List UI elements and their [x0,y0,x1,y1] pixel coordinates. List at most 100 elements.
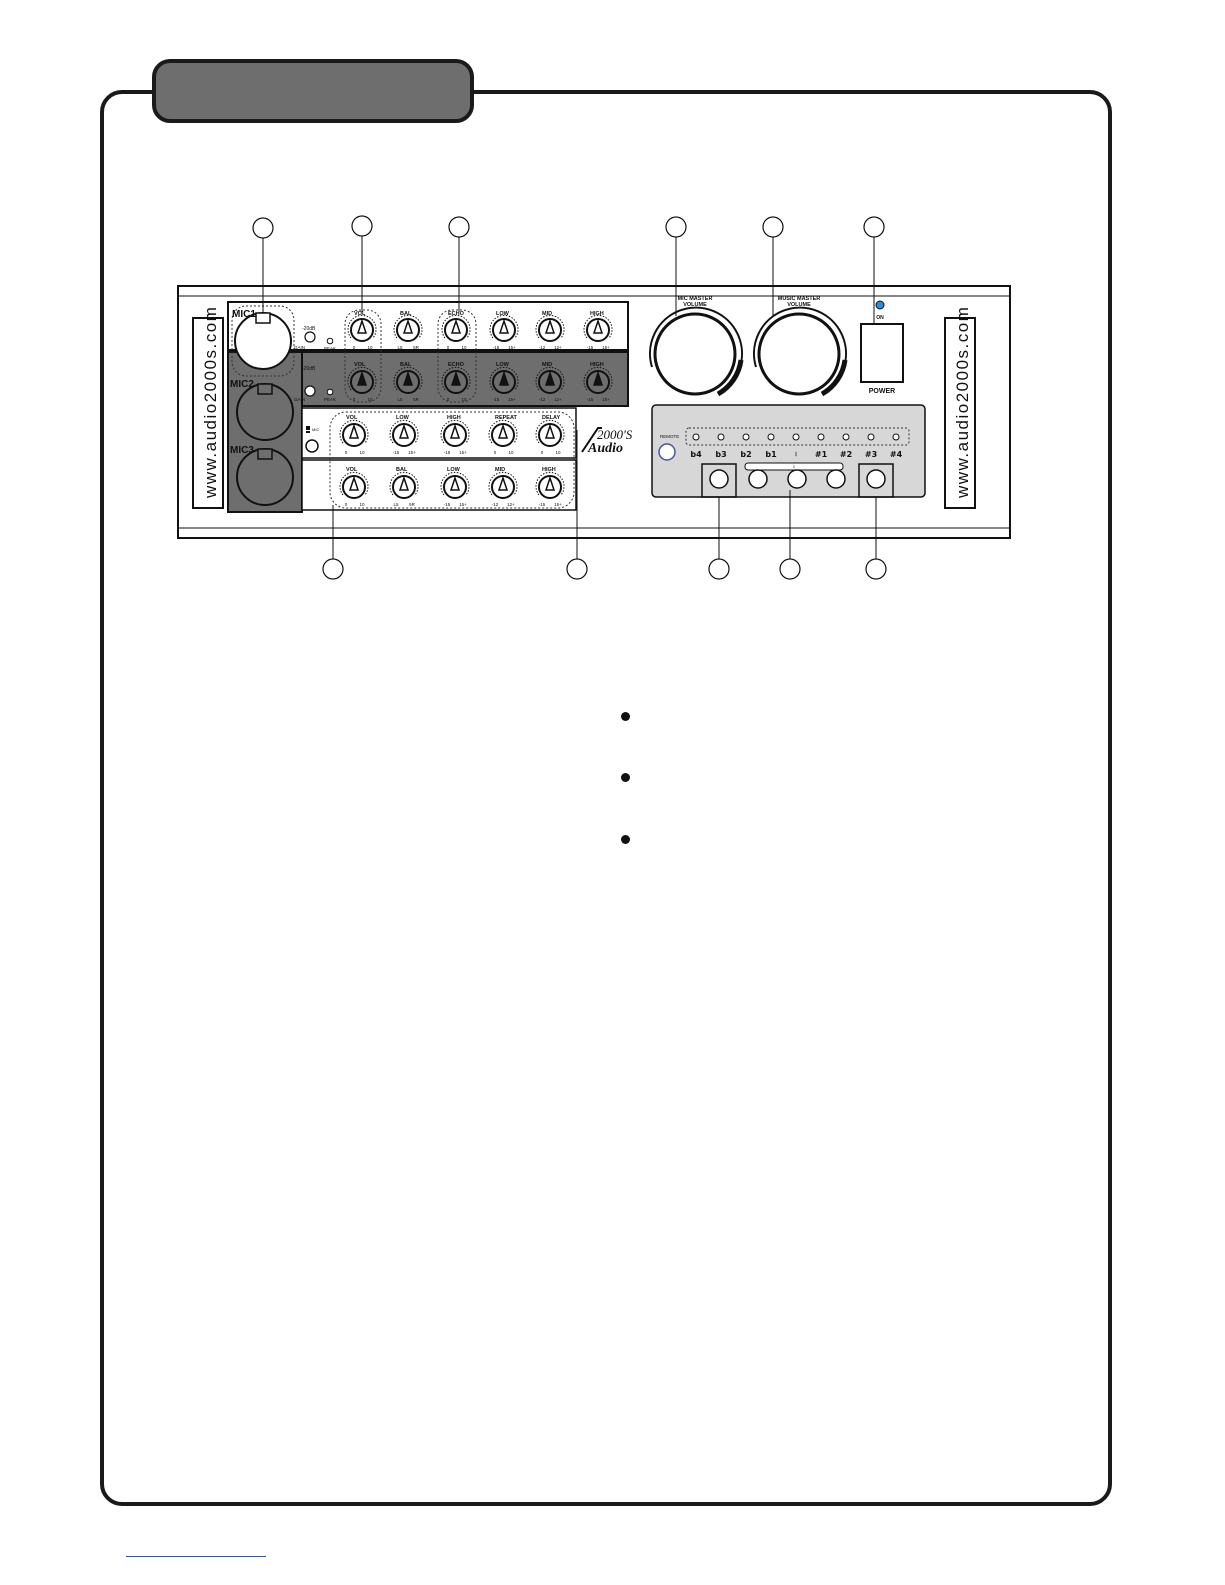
key-led [817,433,825,441]
key-led [742,433,750,441]
knob-min: 0 [345,450,348,455]
knob-max: 5R [413,345,420,350]
website-left: www.audio2000s.com [201,306,220,499]
lower-knob-group-outline [329,411,575,509]
callout-markers-top [252,215,885,239]
knob-label: LOW [447,467,461,473]
knob-min: 0 [447,345,450,350]
key-natural-bar-label: ♮ [793,464,795,471]
knob-max: 10 [367,397,373,402]
key-label: b1 [765,450,777,459]
mic1-jack[interactable] [231,305,295,377]
knob-max: 12+ [554,397,562,402]
knob-max: 15+ [602,345,610,350]
knob-high[interactable] [583,314,613,342]
mic1-row-panel [227,301,629,351]
key-led [867,433,875,441]
bullet-point [621,835,630,844]
knob-max: 12+ [507,502,515,507]
knob-max: 10 [555,450,561,455]
knob-bal[interactable] [389,471,419,499]
knob-min: -15 [444,502,451,507]
callout-marker [865,558,887,580]
knob-echo[interactable] [441,314,471,342]
knob-label: VOL [354,362,366,368]
knob-min: L5 [397,345,403,350]
mic-echo-switch[interactable] [305,426,319,453]
knob-label: MID [542,362,552,368]
knob-label: REPEAT [495,415,518,421]
mic-echo-switch-label: MIC [312,427,319,432]
knob-min: 0 [345,502,348,507]
callout-marker [351,215,373,237]
knob-high[interactable] [583,366,613,394]
knob-mid[interactable] [535,366,565,394]
knob-min: 0 [353,345,356,350]
knob-max: 15+ [508,397,516,402]
svg-text:2000'S: 2000'S [597,427,633,442]
mic1-pad-button[interactable] [304,331,316,343]
mic1-peak-led [326,337,334,345]
knob-max: 10 [359,502,365,507]
mic3-label: MIC3 [230,445,254,456]
brand-logo: 2000'S Audio [581,427,633,456]
footer-link-underline[interactable] [126,1556,266,1557]
knob-label: HIGH [590,311,604,317]
knob-label: BAL [400,311,412,317]
page-frame [100,90,1112,1506]
knob-max: 15+ [459,450,467,455]
knob-bal[interactable] [393,366,423,394]
callout-markers-bottom [322,558,887,580]
power-switch[interactable] [860,323,904,383]
key-button-4[interactable] [826,469,846,489]
remote-sensor [658,443,676,461]
music-master-label-1: MUSIC MASTER [778,296,821,302]
knob-max: 15+ [602,397,610,402]
mic2-jack[interactable] [236,383,294,441]
knob-max: 15+ [408,450,416,455]
knob-min: 0 [353,397,356,402]
knob-high[interactable] [440,419,470,447]
knob-vol[interactable] [339,471,369,499]
knob-min: 0 [494,450,497,455]
knob-vol[interactable] [347,366,377,394]
knob-mid[interactable] [535,314,565,342]
website-label-box-right [944,317,976,509]
knob-min: -12 [539,397,546,402]
mic2-peak-led [326,388,334,396]
knob-label: BAL [400,362,412,368]
knob-echo[interactable] [441,366,471,394]
mic-master-volume-knob[interactable] [649,306,744,397]
key-label: #4 [890,450,903,459]
mic-master-label-1: MIC MASTER [678,296,713,302]
knob-low[interactable] [489,314,519,342]
mic2-label: MIC2 [230,379,254,390]
mic1-gain-label: GAIN [294,345,305,350]
key-led-row [692,433,900,441]
music-master-volume-knob[interactable] [753,306,848,397]
key-sharp-button[interactable] [866,469,886,489]
key-button-2[interactable] [748,469,768,489]
knob-low[interactable] [440,471,470,499]
key-flat-button[interactable] [709,469,729,489]
knob-low[interactable] [389,419,419,447]
key-label: #3 [865,450,877,459]
mic2-pad-button[interactable] [304,385,316,397]
knob-bal[interactable] [393,314,423,342]
callout-marker [322,558,344,580]
knob-max: 15+ [459,502,467,507]
mic3-jack[interactable] [236,448,294,506]
knob-min: -12 [539,345,546,350]
knob-delay[interactable] [535,419,565,447]
knob-high[interactable] [535,471,565,499]
knob-mid[interactable] [488,471,518,499]
knob-vol[interactable] [347,314,377,342]
music-master-label-2: VOLUME [787,302,811,308]
key-natural-button[interactable] [787,469,807,489]
knob-low[interactable] [489,366,519,394]
knob-vol[interactable] [339,419,369,447]
knob-repeat[interactable] [488,419,518,447]
